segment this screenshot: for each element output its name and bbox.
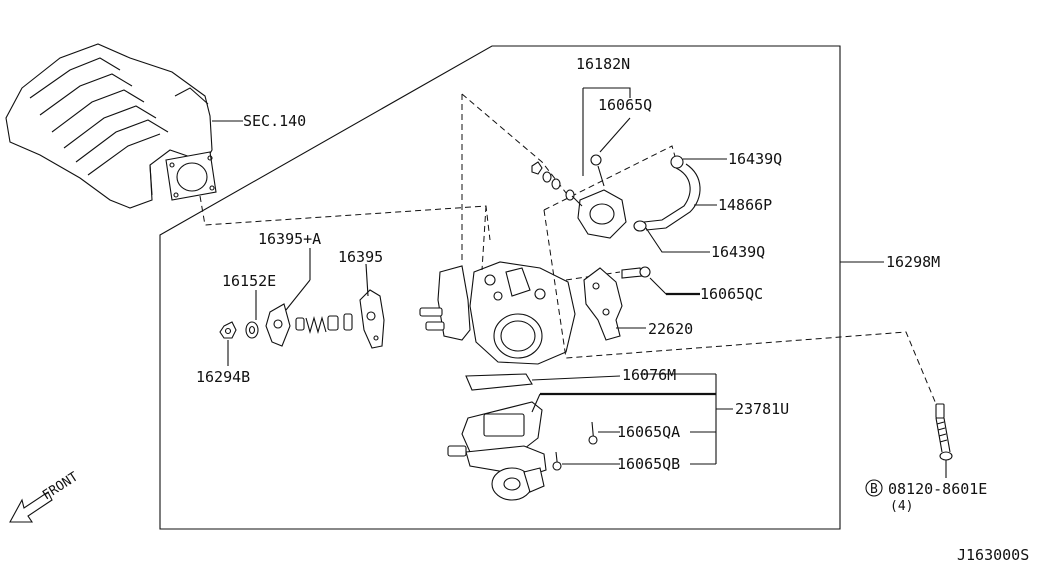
label-16065Q: 16065Q [598,96,652,114]
part-14866P-hose [643,163,701,231]
label-16065QC: 16065QC [700,285,763,303]
label-23781U: 23781U [735,400,789,418]
part-16395-bracket [359,289,385,349]
label-16439Q-top: 16439Q [728,150,782,168]
label-22620: 22620 [648,320,693,338]
bolt-prefix-circle: B [865,479,883,497]
label-16076M: 16076M [622,366,676,384]
label-16065QA: 16065QA [617,423,680,441]
label-16439Q-bottom: 16439Q [711,243,765,261]
diagram-id: J163000S [957,546,1029,564]
part-16395A-lever [265,303,291,347]
label-16298M: 16298M [886,253,940,271]
manifold-flange [165,151,217,201]
label-front: FRONT [40,469,81,503]
label-bolt-code: 08120-8601E [888,480,987,498]
intake-manifold [5,43,213,209]
label-16182N: 16182N [576,55,630,73]
label-16152E: 16152E [222,272,276,290]
part-16182N-valve [571,189,627,239]
label-16065QB: 16065QB [617,455,680,473]
part-16294B-nut [219,321,237,339]
part-16065QC-screw [621,266,651,279]
part-16065Q-screw [590,154,605,187]
spring-and-collars [295,313,353,335]
assembly-frame [159,45,841,530]
label-16395A: 16395+A [258,230,321,248]
label-sec140: SEC.140 [243,112,306,130]
front-arrow-icon [9,491,53,523]
part-16065QB-screw [552,451,562,471]
part-16076M-gasket [465,373,533,391]
long-bolt [935,403,953,461]
label-16395: 16395 [338,248,383,266]
part-23781U-iac-valve [447,401,547,501]
part-22620-sensor [583,267,623,341]
label-bolt-qty: (4) [890,499,913,514]
part-16439Q-clamp-bottom [633,220,647,232]
part-16152E-washer [245,321,259,339]
nut-washer-stack [531,161,575,201]
part-16439Q-clamp-top [670,155,684,169]
bolt-prefix-letter: B [870,482,878,497]
label-16294B: 16294B [196,368,250,386]
throttle-body [419,261,576,365]
part-16065QA-screw [588,421,598,445]
label-14866P: 14866P [718,196,772,214]
